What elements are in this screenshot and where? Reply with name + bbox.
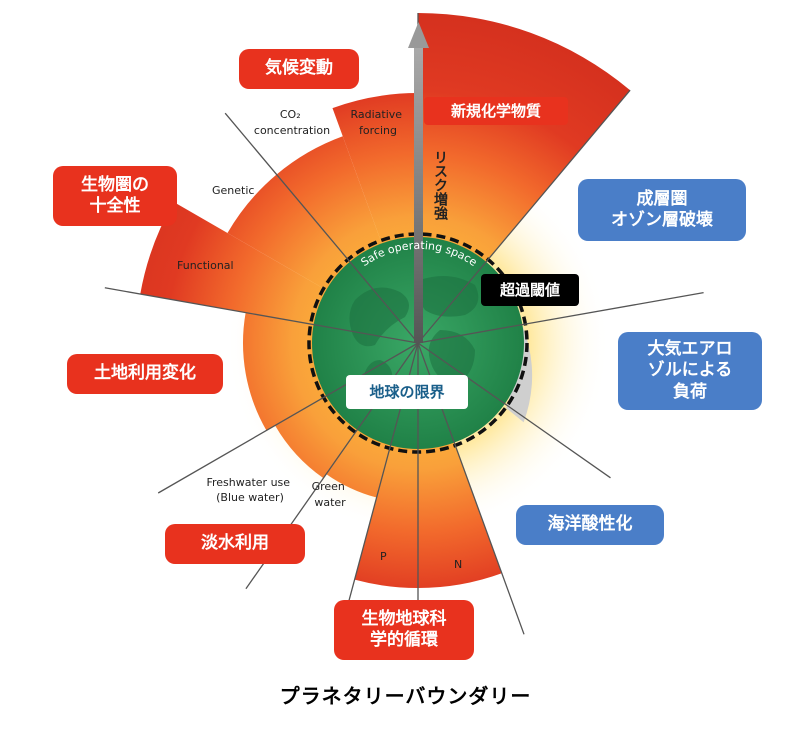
page-title: プラネタリーバウンダリー <box>279 684 532 708</box>
wedge-genetic <box>227 174 354 293</box>
functional-label: Functional <box>177 259 234 272</box>
boundary-wedges <box>140 13 631 588</box>
n-label: N <box>454 558 462 571</box>
category-biogeochem: 生物地球科 学的循環 <box>334 600 474 660</box>
divider-line <box>157 342 419 494</box>
wedge-novel-entities <box>418 13 631 267</box>
center-label: 地球の限界 <box>346 375 468 409</box>
divider-line <box>417 292 704 344</box>
genetic-label: Genetic <box>212 184 254 197</box>
divider-line <box>417 342 611 479</box>
wedge-functional <box>140 202 332 326</box>
exceeded-threshold-label: 超過閾値 <box>481 274 579 306</box>
wedge-phosphorus <box>354 439 418 588</box>
divider-line <box>224 112 419 344</box>
divider-line <box>104 287 419 344</box>
radiative-forcing-label: Radiative forcing <box>350 108 405 137</box>
category-ocean: 海洋酸性化 <box>516 505 664 545</box>
category-freshwater: 淡水利用 <box>165 524 305 564</box>
wedge-radiative-forcing <box>332 93 418 250</box>
wedge-co2 <box>276 136 384 267</box>
category-climate: 気候変動 <box>239 49 359 89</box>
category-ozone: 成層圏 オゾン層破壊 <box>578 179 746 241</box>
freshwater-label: Freshwater use (Blue water) <box>206 476 293 504</box>
divider-line <box>417 89 631 344</box>
category-novel-entities: 新規化学物質 <box>424 97 568 125</box>
risk-arrow-head <box>408 22 429 48</box>
risk-arrow-shaft <box>414 45 423 343</box>
risk-arrow-label: リスク増強 <box>432 150 448 220</box>
p-label: P <box>380 550 387 563</box>
wedge-nitrogen <box>418 436 502 588</box>
category-land: 土地利用変化 <box>67 354 223 394</box>
category-biosphere: 生物圏の 十全性 <box>53 166 177 226</box>
category-aerosol: 大気エアロ ゾルによる 負荷 <box>618 332 762 410</box>
green-water-label: Green water <box>312 480 349 509</box>
wedge-freshwater-blue <box>275 393 361 479</box>
co2-label: CO₂ concentration <box>254 108 330 137</box>
